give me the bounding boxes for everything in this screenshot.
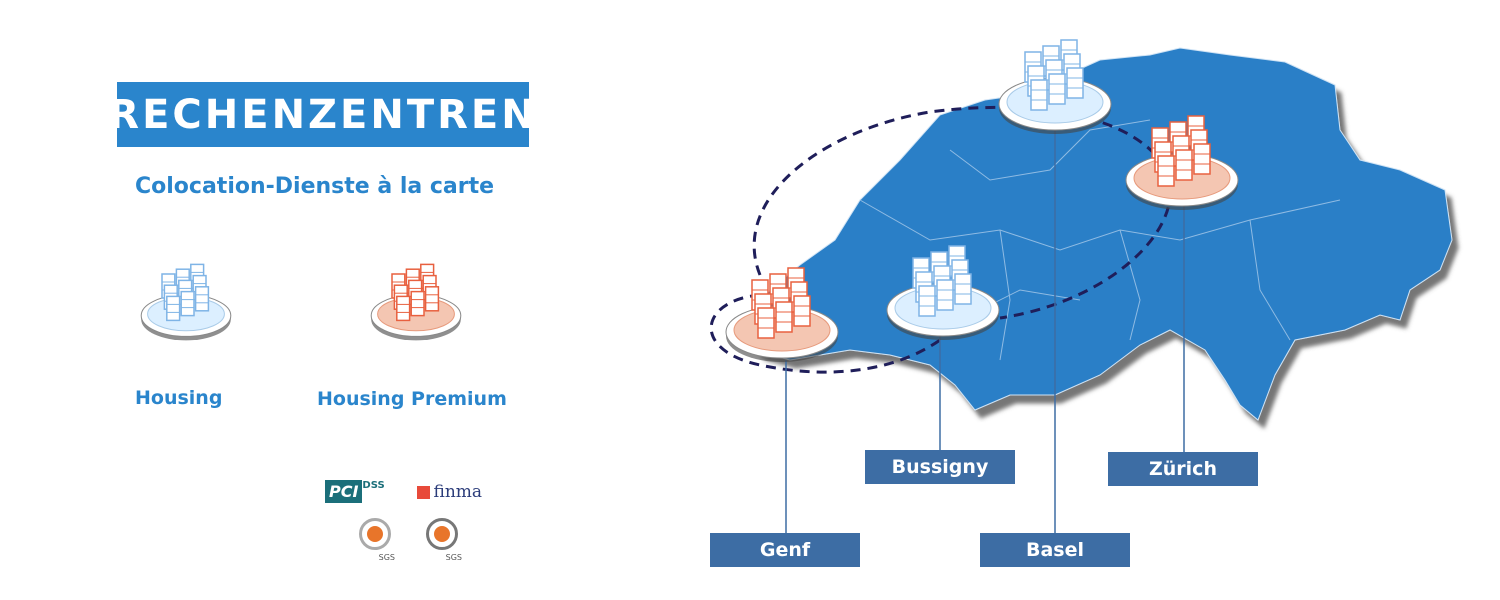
housing-premium-legend-icon — [370, 263, 462, 341]
datacenter-icon-bussigny — [886, 245, 1000, 340]
page-subtitle: Colocation-Dienste à la carte — [135, 174, 495, 199]
finma-logo: finma — [417, 482, 482, 502]
location-label-zurich[interactable]: Zürich — [1108, 452, 1258, 486]
datacenter-icon-basel — [998, 39, 1112, 134]
legend-housing-label: Housing — [135, 387, 223, 409]
route-lines — [709, 105, 1172, 374]
sgs-certification-logo-2: SGS — [422, 518, 462, 562]
datacenter-icon-genf — [725, 267, 839, 362]
datacenter-icon-zurich — [1125, 115, 1239, 210]
location-label-bussigny[interactable]: Bussigny — [865, 450, 1015, 484]
housing-legend-icon — [140, 263, 232, 341]
location-label-genf[interactable]: Genf — [710, 533, 860, 567]
leader-lines — [785, 120, 1185, 533]
page-title: RECHENZENTREN — [108, 82, 535, 147]
legend-housing-premium-label: Housing Premium — [317, 388, 507, 410]
sgs-certification-logo: SGS — [355, 518, 395, 562]
location-label-basel[interactable]: Basel — [980, 533, 1130, 567]
